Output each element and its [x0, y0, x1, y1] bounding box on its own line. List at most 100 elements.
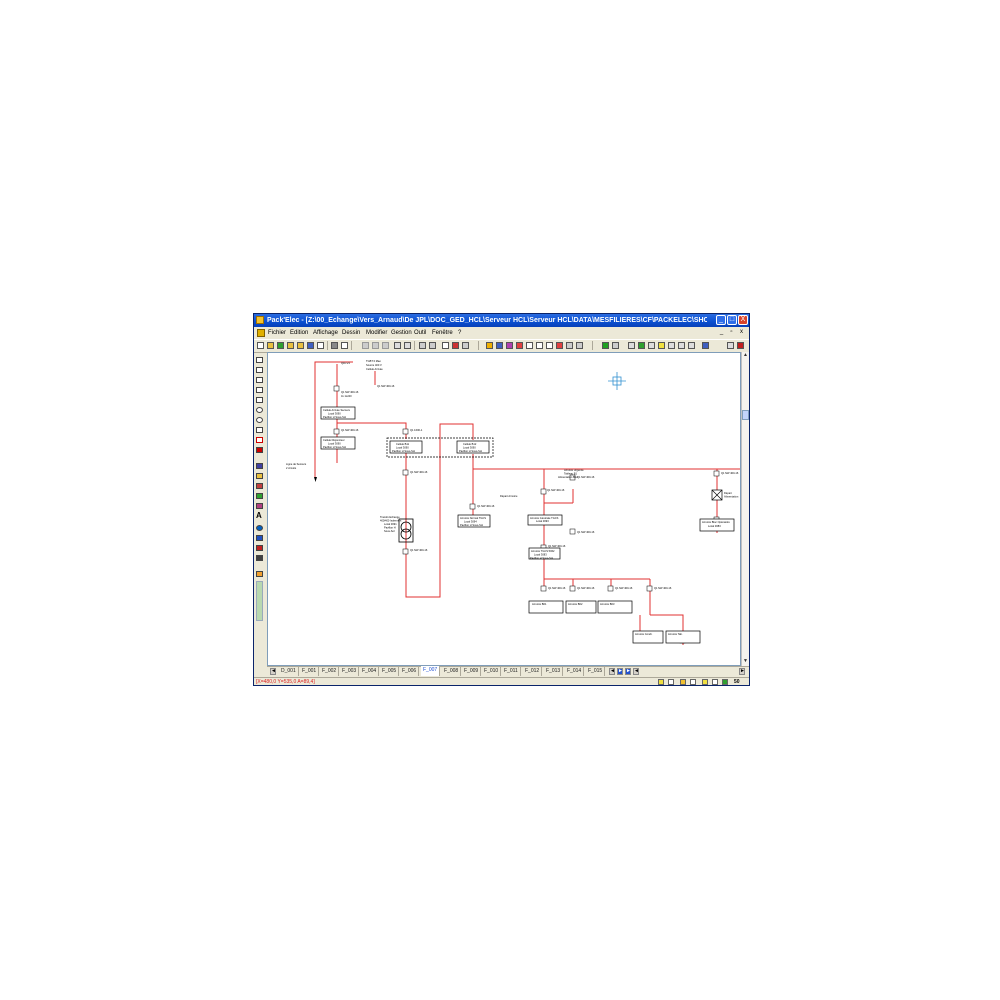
ortho-status-icon[interactable] — [668, 679, 674, 685]
image-tool-icon[interactable] — [256, 483, 263, 489]
title-bar[interactable]: Pack'Elec - [Z:\00_Echange\Vers_Arnaud\D… — [254, 314, 749, 327]
chart-icon[interactable] — [546, 342, 553, 349]
palette-panel[interactable] — [256, 581, 263, 621]
menu-gestion[interactable]: Gestion — [391, 330, 412, 336]
grid-icon[interactable] — [496, 342, 503, 349]
menu-fenetre[interactable]: Fenêtre — [432, 330, 453, 336]
paste-icon[interactable] — [382, 342, 389, 349]
tab-f-015[interactable]: F_015 — [586, 667, 606, 676]
tab-f-003[interactable]: F_003 — [340, 667, 360, 676]
tab-f-011[interactable]: F_011 — [502, 667, 521, 676]
mdi-close-button[interactable]: x — [740, 329, 743, 335]
tabs-back-icon[interactable]: ◄ — [609, 668, 615, 675]
run-icon[interactable] — [602, 342, 609, 349]
bend-tool-icon[interactable] — [256, 377, 263, 383]
corner-icon[interactable] — [536, 342, 543, 349]
tab-f-010[interactable]: F_010 — [482, 667, 502, 676]
tool-icon[interactable] — [462, 342, 469, 349]
pattern-icon[interactable] — [506, 342, 513, 349]
brush-tool-icon[interactable] — [256, 447, 263, 453]
cut-icon[interactable] — [362, 342, 369, 349]
table-icon[interactable] — [516, 342, 523, 349]
save-icon[interactable] — [307, 342, 314, 349]
view-icon[interactable] — [688, 342, 695, 349]
block-tool-icon[interactable] — [256, 493, 263, 499]
link-tool-icon[interactable] — [256, 535, 263, 541]
arc-tool-icon[interactable] — [256, 427, 263, 433]
ellipse-tool-icon[interactable] — [256, 417, 263, 423]
folder-icon[interactable] — [297, 342, 304, 349]
polyline-tool-icon[interactable] — [256, 367, 263, 373]
layers-icon[interactable] — [678, 342, 685, 349]
print-icon[interactable] — [331, 342, 338, 349]
open-folder-icon[interactable] — [267, 342, 274, 349]
line-tool-icon[interactable] — [256, 357, 263, 363]
tab-f-013[interactable]: F_013 — [544, 667, 564, 676]
circle-tool-icon[interactable] — [256, 407, 263, 413]
print-preview-icon[interactable] — [317, 342, 324, 349]
rectangle-tool-icon[interactable] — [256, 387, 263, 393]
tab-d-001[interactable]: D_001 — [279, 667, 299, 676]
preview-icon[interactable] — [341, 342, 348, 349]
refresh-icon[interactable] — [566, 342, 573, 349]
tab-f-007[interactable]: F_007 — [421, 666, 441, 676]
tab-f-009[interactable]: F_009 — [462, 667, 482, 676]
option-icon[interactable] — [628, 342, 635, 349]
search-icon[interactable] — [648, 342, 655, 349]
folder-status-icon[interactable] — [680, 679, 686, 685]
menu-modifier[interactable]: Modifier — [366, 330, 388, 336]
grid-status-icon[interactable] — [702, 679, 708, 685]
forward-arrow-icon[interactable] — [429, 342, 436, 349]
tab-f-002[interactable]: F_002 — [320, 667, 340, 676]
check-icon[interactable] — [638, 342, 645, 349]
back-arrow-icon[interactable] — [419, 342, 426, 349]
tab-f-001[interactable]: F_001 — [300, 667, 320, 676]
stop-icon[interactable] — [737, 342, 744, 349]
menu-fichier[interactable]: Fichier — [268, 330, 287, 336]
tab-f-006[interactable]: F_006 — [400, 667, 420, 676]
menu-dessin[interactable]: Dessin — [342, 330, 361, 336]
tabs-last-icon[interactable]: ► — [625, 668, 631, 675]
chart-tool-icon[interactable] — [256, 571, 263, 577]
network-icon[interactable] — [702, 342, 709, 349]
tag-tool-icon[interactable] — [256, 503, 263, 509]
pencil-status-icon[interactable] — [658, 679, 664, 685]
new-green-icon[interactable] — [277, 342, 284, 349]
mdi-maximize-button[interactable]: ▫ — [730, 329, 733, 335]
cycle-icon[interactable] — [576, 342, 583, 349]
minimize-button[interactable]: _ — [716, 315, 726, 325]
text-status-icon[interactable] — [712, 679, 718, 685]
cross-tool-icon[interactable] — [256, 545, 263, 551]
symbol-tool-icon[interactable] — [256, 473, 263, 479]
maximize-button[interactable]: □ — [727, 315, 737, 325]
text-tool-icon[interactable]: A — [256, 511, 262, 520]
shape-icon[interactable] — [526, 342, 533, 349]
split-tool-icon[interactable] — [256, 555, 263, 561]
curve-tool-icon[interactable] — [256, 437, 263, 443]
tools-icon[interactable] — [612, 342, 619, 349]
copy-icon[interactable] — [372, 342, 379, 349]
tab-f-012[interactable]: F_012 — [523, 667, 543, 676]
triangle-tool-icon[interactable] — [256, 397, 263, 403]
mdi-minimize-button[interactable]: _ — [719, 329, 724, 335]
hatch-tool-icon[interactable] — [256, 463, 263, 469]
warning-icon[interactable] — [486, 342, 493, 349]
close-button[interactable]: X — [738, 315, 748, 325]
menu-affichage[interactable]: Affichage — [313, 330, 338, 336]
delete-icon[interactable] — [452, 342, 459, 349]
tab-f-004[interactable]: F_004 — [360, 667, 380, 676]
menu-edition[interactable]: Edition — [290, 330, 309, 336]
document-icon[interactable] — [257, 329, 265, 337]
scroll-thumb[interactable] — [742, 410, 749, 420]
tab-f-005[interactable]: F_005 — [380, 667, 400, 676]
eye-icon[interactable] — [727, 342, 734, 349]
target-tool-icon[interactable] — [256, 525, 263, 531]
scroll-down-icon[interactable]: ▼ — [743, 658, 748, 664]
tabs-next-icon[interactable]: ► — [617, 668, 623, 675]
list-icon[interactable] — [668, 342, 675, 349]
bulb-icon[interactable] — [658, 342, 665, 349]
vertical-scrollbar[interactable]: ▲ ▼ — [741, 352, 749, 666]
undo-icon[interactable] — [394, 342, 401, 349]
scroll-up-icon[interactable]: ▲ — [743, 352, 748, 358]
new-file-icon[interactable] — [257, 342, 264, 349]
